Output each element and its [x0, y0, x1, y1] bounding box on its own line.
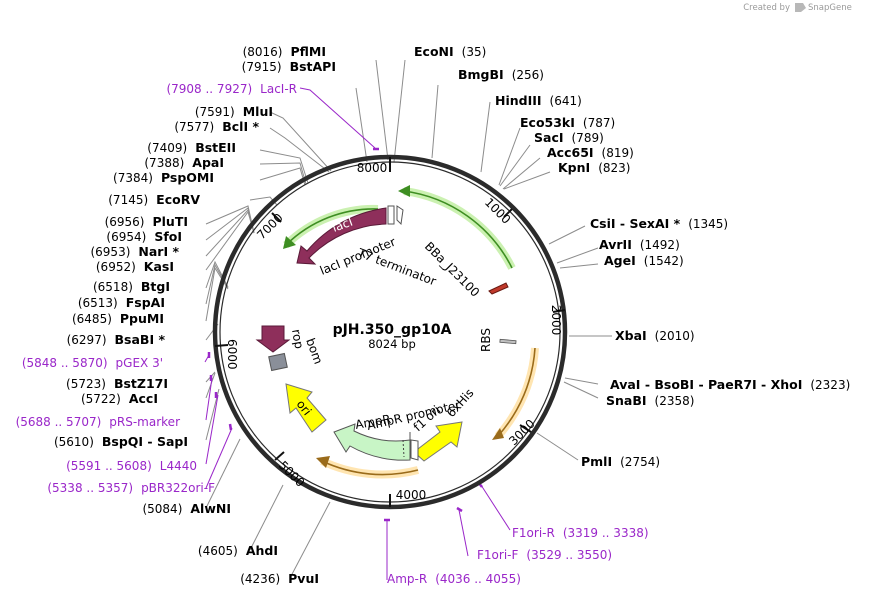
primer-labels: (7908 .. 7927)LacI-R (5848 .. 5870)pGEX … — [16, 82, 649, 586]
orange-arc-right-arrowhead-icon — [492, 428, 504, 440]
site-label[interactable]: HindIII(641) — [495, 93, 582, 108]
site-label[interactable]: (6953)NarI * — [90, 244, 179, 259]
site-label[interactable]: (6485)PpuMI — [72, 311, 164, 326]
ampr-dashed-line — [402, 439, 405, 458]
orange-arc-right-line — [497, 347, 536, 437]
lacI-promoter-marker — [387, 205, 395, 225]
site-label[interactable]: AvaI - BsoBI - PaeR7I - XhoI(2323) — [610, 377, 850, 392]
orange-arc-bottom-arrowhead-icon — [316, 456, 330, 468]
orange-arc-bottom-line — [321, 460, 419, 476]
plasmid-title: pJH.350_gp10A — [333, 322, 452, 338]
ampr-feature-arrow — [333, 423, 411, 461]
bom-feature — [268, 352, 288, 372]
site-label[interactable]: BmgBI(256) — [458, 67, 544, 82]
site-label[interactable]: (5722)AccI — [81, 391, 158, 406]
ori-feature-arrow — [285, 383, 327, 433]
site-label[interactable]: (7409)BstEII — [147, 140, 236, 155]
tick-label-4000: 4000 — [396, 488, 427, 502]
site-label[interactable]: KpnI(823) — [558, 160, 630, 175]
site-label[interactable]: (8016)PflMI — [243, 44, 326, 59]
primer-label[interactable]: Amp-R(4036 .. 4055) — [387, 572, 521, 586]
rop-label: rop — [289, 328, 306, 350]
site-label[interactable]: PmlI(2754) — [581, 454, 660, 469]
site-label[interactable]: (7591)MluI — [195, 104, 273, 119]
site-label[interactable]: AvrII(1492) — [599, 237, 680, 252]
watermark-brand: SnapGene — [808, 3, 852, 13]
site-label[interactable]: (5084)AlwNI — [142, 501, 231, 516]
site-label[interactable]: (6956)PluTI — [105, 214, 188, 229]
plasmid-size: 8024 bp — [368, 337, 416, 351]
bom-label: bom — [303, 336, 325, 366]
rbs-label: RBS — [479, 328, 493, 352]
site-label[interactable]: (6297)BsaBI * — [67, 332, 166, 347]
ampr-label: AmpR — [354, 412, 392, 432]
primer-label[interactable]: (5338 .. 5357)pBR322ori-F — [47, 481, 215, 495]
green-arc-arrowhead-icon — [398, 185, 410, 197]
watermark-prefix: Created by — [743, 3, 790, 13]
site-label[interactable]: EcoNI(35) — [414, 44, 486, 59]
site-label[interactable]: (6513)FspAI — [78, 295, 165, 310]
site-label[interactable]: SacI(789) — [534, 130, 604, 145]
site-label[interactable]: (5610)BspQI - SapI — [54, 434, 188, 449]
ampr-promoter-marker — [410, 439, 419, 461]
site-label[interactable]: AgeI(1542) — [604, 253, 684, 268]
site-label[interactable]: (4236)PvuI — [240, 571, 319, 586]
site-label[interactable]: CsiI - SexAI *(1345) — [590, 216, 728, 231]
snapgene-watermark: Created by SnapGene — [743, 3, 852, 13]
primer-leader-lines — [204, 87, 511, 580]
tick-label-6000: 6000 — [225, 339, 239, 370]
primer-label[interactable]: F1ori-R(3319 .. 3338) — [512, 526, 649, 540]
site-labels-right: EcoNI(35) BmgBI(256) HindIII(641) Eco53k… — [414, 44, 850, 469]
site-labels-left: (8016)PflMI (7915)BstAPI (7591)MluI (757… — [54, 44, 336, 586]
green-arc-left-arrowhead-icon — [283, 236, 296, 249]
green-arc-left-line — [285, 208, 379, 246]
site-label[interactable]: (6518)BtgI — [93, 279, 170, 294]
sixhis-feature-arrow — [413, 421, 463, 462]
site-label[interactable]: (7388)ApaI — [144, 155, 224, 170]
site-label[interactable]: Eco53kI(787) — [520, 115, 615, 130]
site-label[interactable]: XbaI(2010) — [615, 328, 695, 343]
tick-marks — [214, 157, 566, 507]
site-label[interactable]: (7145)EcoRV — [108, 192, 200, 207]
t7-terminator-marker — [396, 205, 404, 226]
site-label[interactable]: SnaBI(2358) — [606, 393, 694, 408]
tick-label-1000: 1000 — [482, 195, 513, 226]
primer-label[interactable]: (5688 .. 5707)pRS-marker — [16, 415, 180, 429]
green-arc-line — [403, 190, 513, 269]
bba-feature-arrow — [488, 282, 509, 295]
primer-label[interactable]: (5591 .. 5608)L4440 — [66, 459, 197, 473]
site-label[interactable]: (7577)BclI * — [174, 119, 259, 134]
rbs-feature — [499, 338, 517, 345]
primer-label[interactable]: (7908 .. 7927)LacI-R — [166, 82, 297, 96]
site-label[interactable]: (6952)KasI — [96, 259, 174, 274]
bba-label: BBa_J23100 — [422, 239, 482, 299]
lacI-label: lacI — [330, 215, 354, 235]
site-label[interactable]: (4605)AhdI — [198, 543, 278, 558]
lacI-feature-arrow — [296, 207, 387, 265]
site-label[interactable]: (5723)BstZ17I — [66, 376, 168, 391]
primer-label[interactable]: (5848 .. 5870)pGEX 3' — [22, 356, 163, 370]
site-label[interactable]: (7384)PspOMI — [113, 170, 214, 185]
primer-label[interactable]: F1ori-F(3529 .. 3550) — [477, 548, 612, 562]
rop-feature-arrow — [255, 325, 291, 353]
site-label[interactable]: Acc65I(819) — [547, 145, 634, 160]
snapgene-logo-icon — [795, 3, 806, 12]
tick-label-2000: 2000 — [549, 305, 563, 336]
site-label[interactable]: (6954)SfoI — [106, 229, 182, 244]
tick-label-8000: 8000 — [357, 161, 388, 175]
site-label[interactable]: (7915)BstAPI — [242, 59, 336, 74]
